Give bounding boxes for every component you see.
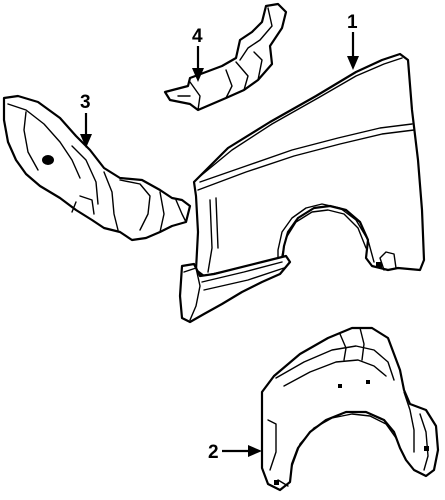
arrowhead-3 bbox=[80, 134, 92, 148]
part-3-splash-shield bbox=[2, 94, 192, 242]
part-1-front-fender bbox=[178, 52, 426, 324]
callout-label-4: 4 bbox=[192, 26, 203, 47]
callout-label-1: 1 bbox=[347, 12, 358, 33]
callout-2: 2 bbox=[208, 442, 262, 463]
part-4-splash-shield bbox=[163, 2, 288, 112]
callout-3: 3 bbox=[80, 92, 92, 148]
arrowhead-4 bbox=[192, 68, 204, 82]
arrowhead-2 bbox=[248, 445, 262, 457]
callout-4: 4 bbox=[192, 26, 204, 82]
arrowhead-1 bbox=[347, 56, 359, 70]
callout-1: 1 bbox=[347, 12, 359, 70]
callout-label-3: 3 bbox=[80, 92, 91, 113]
callout-label-2: 2 bbox=[208, 442, 219, 463]
part-2-wheelhouse-liner bbox=[260, 326, 440, 492]
